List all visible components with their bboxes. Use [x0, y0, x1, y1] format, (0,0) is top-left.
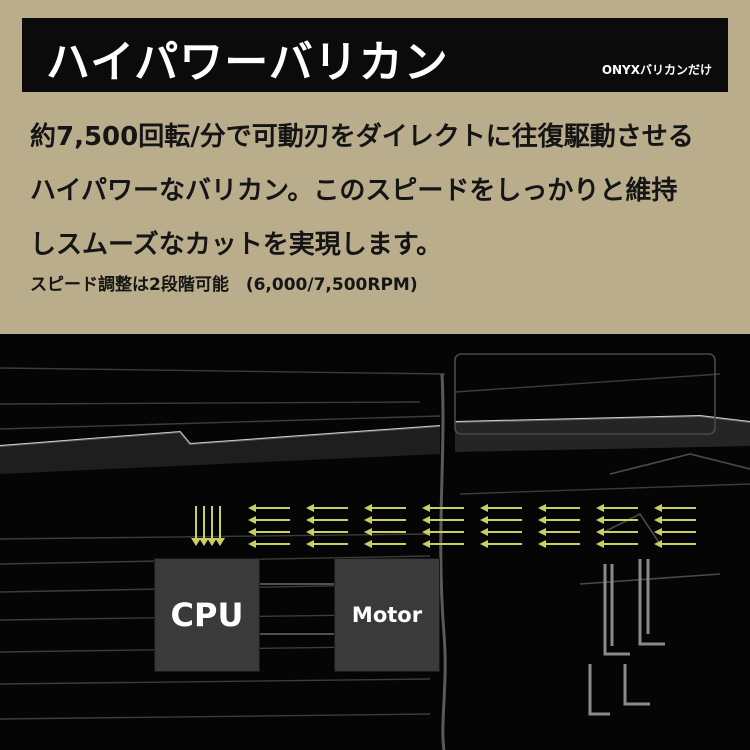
- description-line: 約7,500回転/分で可動刃をダイレクトに往復駆動させる: [30, 122, 694, 152]
- brand-caption: ONYXバリカンだけ: [601, 63, 712, 77]
- left-arrow: [422, 504, 464, 548]
- left-arrow: [596, 504, 638, 548]
- left-arrow: [248, 504, 290, 548]
- description-line: ハイパワーなバリカン。このスピードをしっかりと維持: [30, 176, 678, 206]
- page-title: ハイパワーバリカン: [46, 37, 449, 88]
- clipper-outline-illustration: [0, 353, 750, 750]
- description: 約7,500回転/分で可動刃をダイレクトに往復駆動させる ハイパワーなバリカン。…: [30, 110, 730, 272]
- left-arrow: [306, 504, 348, 548]
- left-arrow: [538, 504, 580, 548]
- left-arrow: [364, 504, 406, 548]
- title-banner: ハイパワーバリカン ONYXバリカンだけ: [22, 18, 728, 92]
- cpu-arrows: [191, 506, 225, 546]
- cpu-block: CPU: [154, 558, 260, 672]
- speed-spec: スピード調整は2段階可能 (6,000/7,500RPM): [30, 275, 418, 295]
- left-arrow: [654, 504, 696, 548]
- left-arrow: [480, 504, 522, 548]
- motion-arrows: [248, 504, 696, 548]
- motor-block: Motor: [334, 558, 440, 672]
- description-line: しスムーズなカットを実現します。: [30, 230, 443, 260]
- clipper-diagram: CPU Motor: [0, 334, 750, 750]
